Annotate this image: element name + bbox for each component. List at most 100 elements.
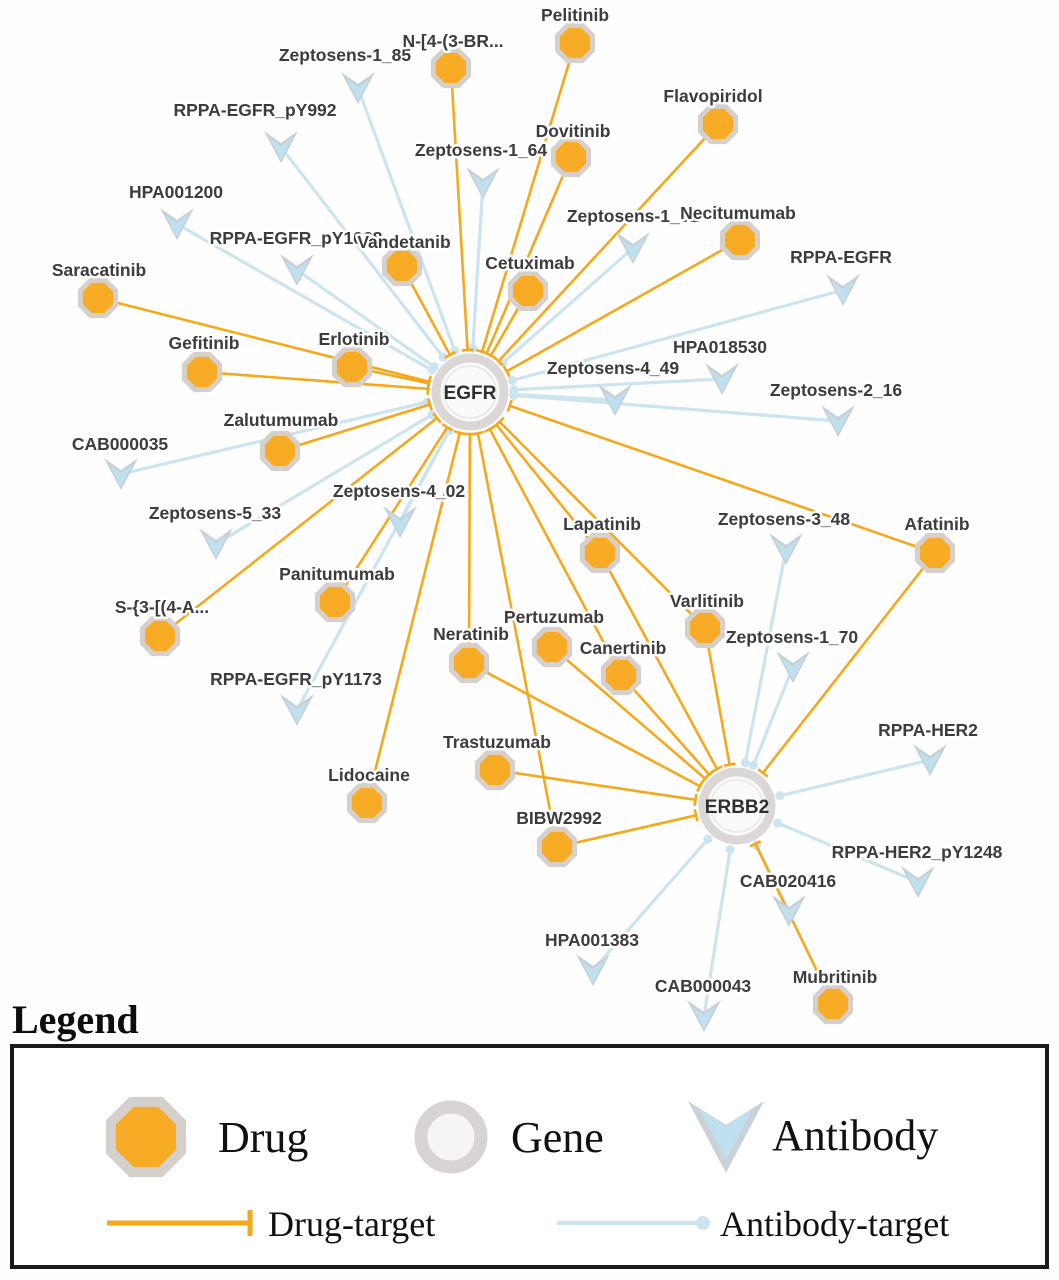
drug-node[interactable] [579,532,621,574]
antibody-label: CAB000043 [655,976,752,996]
legend: Legend Drug Gene Antibody Drug-target An… [10,997,1049,1269]
antibody-node-inner [621,238,645,261]
drug-node[interactable] [430,47,472,89]
antibody-target-edge [279,146,445,359]
drug-node[interactable] [554,22,596,64]
antibody-label: Zeptosens-1_70 [726,627,859,647]
drug-label: Trastuzumab [443,732,551,752]
drug-node[interactable] [531,626,573,668]
drug-target-edge [494,768,696,802]
legend-drug-edge-label: Drug-target [268,1204,435,1244]
antibody-target-edge [779,758,931,798]
drug-edge-tee [461,348,474,352]
gene-node-inner-ring [443,365,497,419]
drug-label: Afatinib [904,514,969,534]
drug-node[interactable] [331,346,373,388]
antibody-label: CAB020416 [740,871,837,891]
drug-node[interactable] [346,782,388,824]
drug-target-edge [556,814,697,849]
drug-node[interactable] [139,615,181,657]
drug-target-edge [480,42,577,353]
drug-label: Lapatinib [563,514,641,534]
antibody-edge-endpoint [429,362,439,372]
drug-node[interactable] [719,219,761,261]
antibody-label: RPPA-EGFR_pY992 [173,100,336,120]
antibody-label: Zeptosens-4_02 [333,481,466,501]
labels-layer: EGFRERBB2Zeptosens-1_85RPPA-EGFR_pY992Ze… [49,3,1005,999]
drug-node[interactable] [697,103,739,145]
drug-target-edge [468,661,701,788]
antibody-label: Zeptosens-2_16 [770,380,903,400]
drug-node[interactable] [684,607,726,649]
drug-node[interactable] [507,270,549,312]
drug-node[interactable] [550,136,592,178]
drug-node[interactable] [474,749,516,791]
antibody-node-inner [204,534,228,557]
antibody-target-edge [295,429,451,711]
drug-node[interactable] [914,532,956,574]
antibody-target-edge [471,182,485,349]
antibody-label: Zeptosens-5_33 [149,503,282,523]
antibody-label: CAB000035 [72,434,169,454]
drug-target-edge [598,552,719,770]
drug-node[interactable] [381,245,423,287]
drug-target-edge [498,420,706,629]
antibody-label: RPPA-HER2 [878,720,978,740]
antibody-node-inner [285,260,309,283]
edges-layer [97,42,937,1017]
drug-edge-tee [693,809,699,822]
drug-node[interactable] [314,581,356,623]
antibody-node-inner [826,411,850,434]
drug-node[interactable] [181,351,223,393]
drug-label: Lidocaine [328,765,410,785]
drug-node[interactable] [600,654,642,696]
antibody-edge-endpoint [773,818,783,828]
legend-drug-icon [105,1096,187,1178]
drug-target-edge [754,843,835,1005]
antibody-edge-endpoint [740,758,750,768]
drug-label: Canertinib [580,638,667,658]
drug-target-edge [505,238,741,373]
drug-label: Vandetanib [357,232,450,252]
drug-label: Varlitinib [670,591,744,611]
antibody-target-edge [356,87,457,352]
legend-antibody-edge-label: Antibody-target [720,1204,949,1244]
drug-node[interactable] [259,430,301,472]
antibody-edge-endpoint [775,791,785,801]
antibody-target-edge [296,268,435,368]
drug-label: Neratinib [433,624,509,644]
gene-node[interactable] [431,353,509,431]
antibody-node-inner [831,280,855,303]
drug-node[interactable] [536,826,578,868]
antibody-node-inner [906,872,930,895]
antibody-target-edge [512,288,844,382]
drug-target-edge [703,627,731,765]
drug-label: Flavopiridol [663,86,762,106]
drug-target-edge [509,404,936,555]
drug-label: S-{3-[(4-A... [115,597,209,617]
drug-label: Pelitinib [541,5,609,25]
drug-edge-tee [693,793,698,806]
drug-label: Dovitinib [536,121,611,141]
antibody-target-edge [513,393,839,423]
drug-target-edge [467,433,472,664]
drug-node[interactable] [812,983,854,1025]
antibody-edge-endpoint [509,390,519,400]
drug-target-edge [97,296,430,383]
gene-node[interactable] [698,767,776,845]
drug-node[interactable] [448,642,490,684]
antibody-label: RPPA-EGFR_pY1068 [210,228,383,248]
drug-node[interactable] [77,277,119,319]
antibody-node-inner [388,512,412,535]
gene-node-inner-ring [710,779,764,833]
antibody-node-inner [471,173,495,196]
drug-label: Panitumumab [279,564,395,584]
antibody-label: HPA018530 [673,337,767,357]
drug-edge-tee [426,398,433,411]
drug-edge-tee [444,351,456,360]
drug-label: Pertuzumab [504,607,604,627]
antibody-label: Zeptosens-1_64 [415,140,548,160]
legend-antibody-label: Antibody [772,1111,938,1160]
antibody-edge-endpoint [507,375,517,385]
